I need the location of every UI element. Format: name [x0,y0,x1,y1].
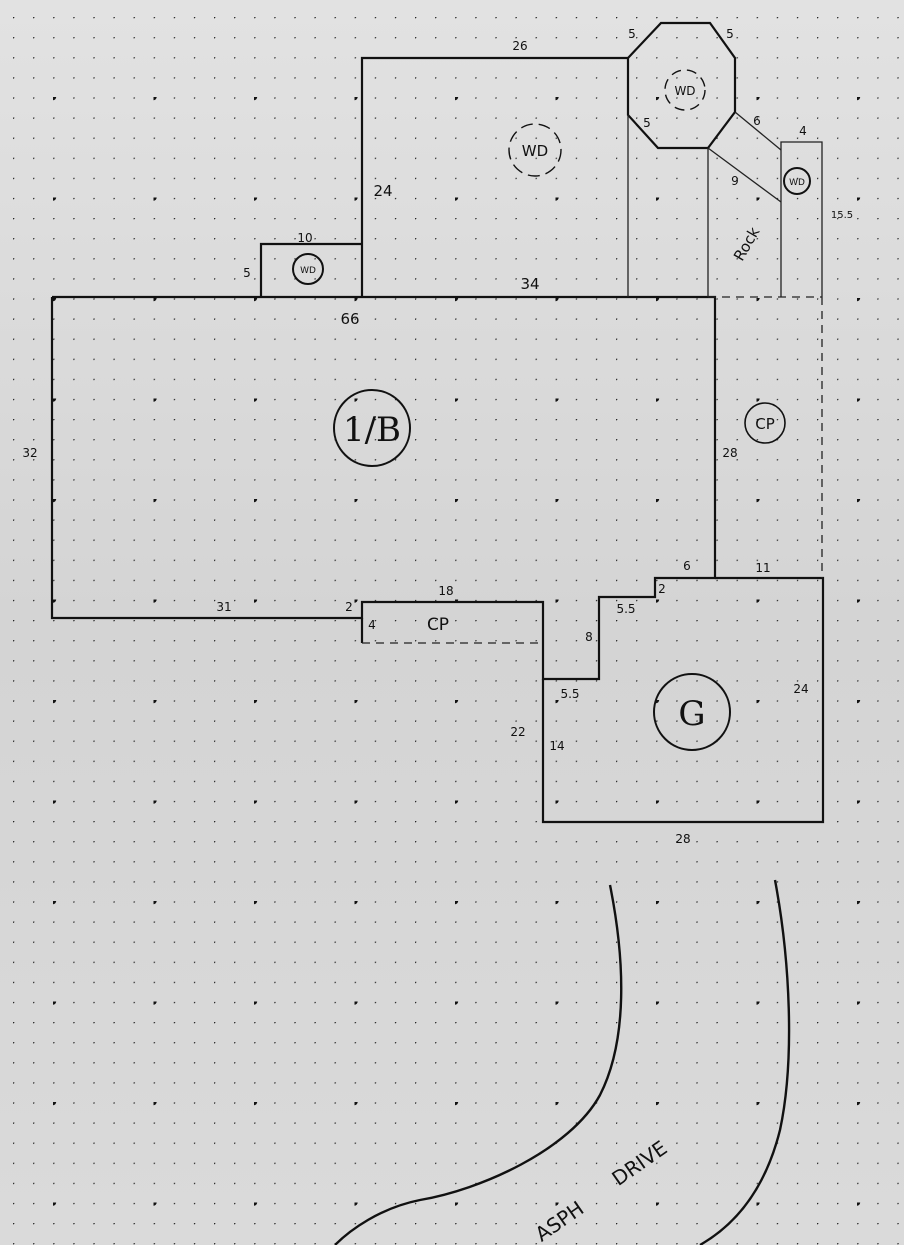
dim-label: 5 [726,27,734,41]
rear-deck-label: WD [522,142,548,160]
garage-label: G [678,694,705,734]
dim-label: 5 [628,27,636,41]
dim-label: 6 [753,114,761,128]
dim-label: 32 [22,446,37,460]
octagon-deck-label: WD [674,84,695,98]
dim-label: 2 [658,582,666,596]
dim-label: 4 [368,618,376,632]
dim-label: 31 [216,600,231,614]
carport-side-label: CP [755,415,775,433]
dim-label: 26 [512,39,527,53]
right-deck-circle [783,167,811,195]
dim-label: 18 [438,584,453,598]
rear-deck-outline [360,56,628,297]
dim-label: 34 [520,275,539,293]
dim-label: 9 [731,174,739,188]
diagonal-6-line [734,111,782,151]
small-deck-outline [259,242,362,297]
garage-circle [653,673,731,751]
dim-label: 24 [373,182,392,200]
dim-label: 11 [755,561,770,575]
dim-label: 5 [643,116,651,130]
driveway-left-edge [334,884,623,1245]
dim-label: 2 [345,600,353,614]
small-deck-label: WD [300,266,316,276]
small-deck-circle [292,253,324,285]
rear-deck-circle [508,123,562,177]
dim-label: 5.5 [616,602,635,616]
dim-label: 66 [340,310,359,328]
diagonal-9-line [707,147,782,203]
carport-circle [744,402,786,444]
dim-label: 8 [585,630,593,644]
dim-label: 15.5 [831,210,853,221]
dim-label: 28 [722,446,737,460]
carport-front-label: CP [427,615,449,635]
dim-label: 5 [243,266,251,280]
dim-label: 24 [793,682,808,696]
right-deck-outline [780,141,823,297]
dim-label: 4 [799,124,807,138]
octagon-deck-circle [664,69,706,111]
main-area-circle [333,389,411,467]
dim-label: 28 [675,832,690,846]
dim-label: 14 [549,739,564,753]
garage-outline [541,576,825,824]
dim-label: 5.5 [560,687,579,701]
dim-label: 22 [510,725,525,739]
driveway-right-edge [699,879,791,1245]
main-area-label: 1/B [343,410,401,450]
dim-label: 6 [683,559,691,573]
dim-label: 10 [297,231,312,245]
right-deck-label: WD [789,178,805,188]
